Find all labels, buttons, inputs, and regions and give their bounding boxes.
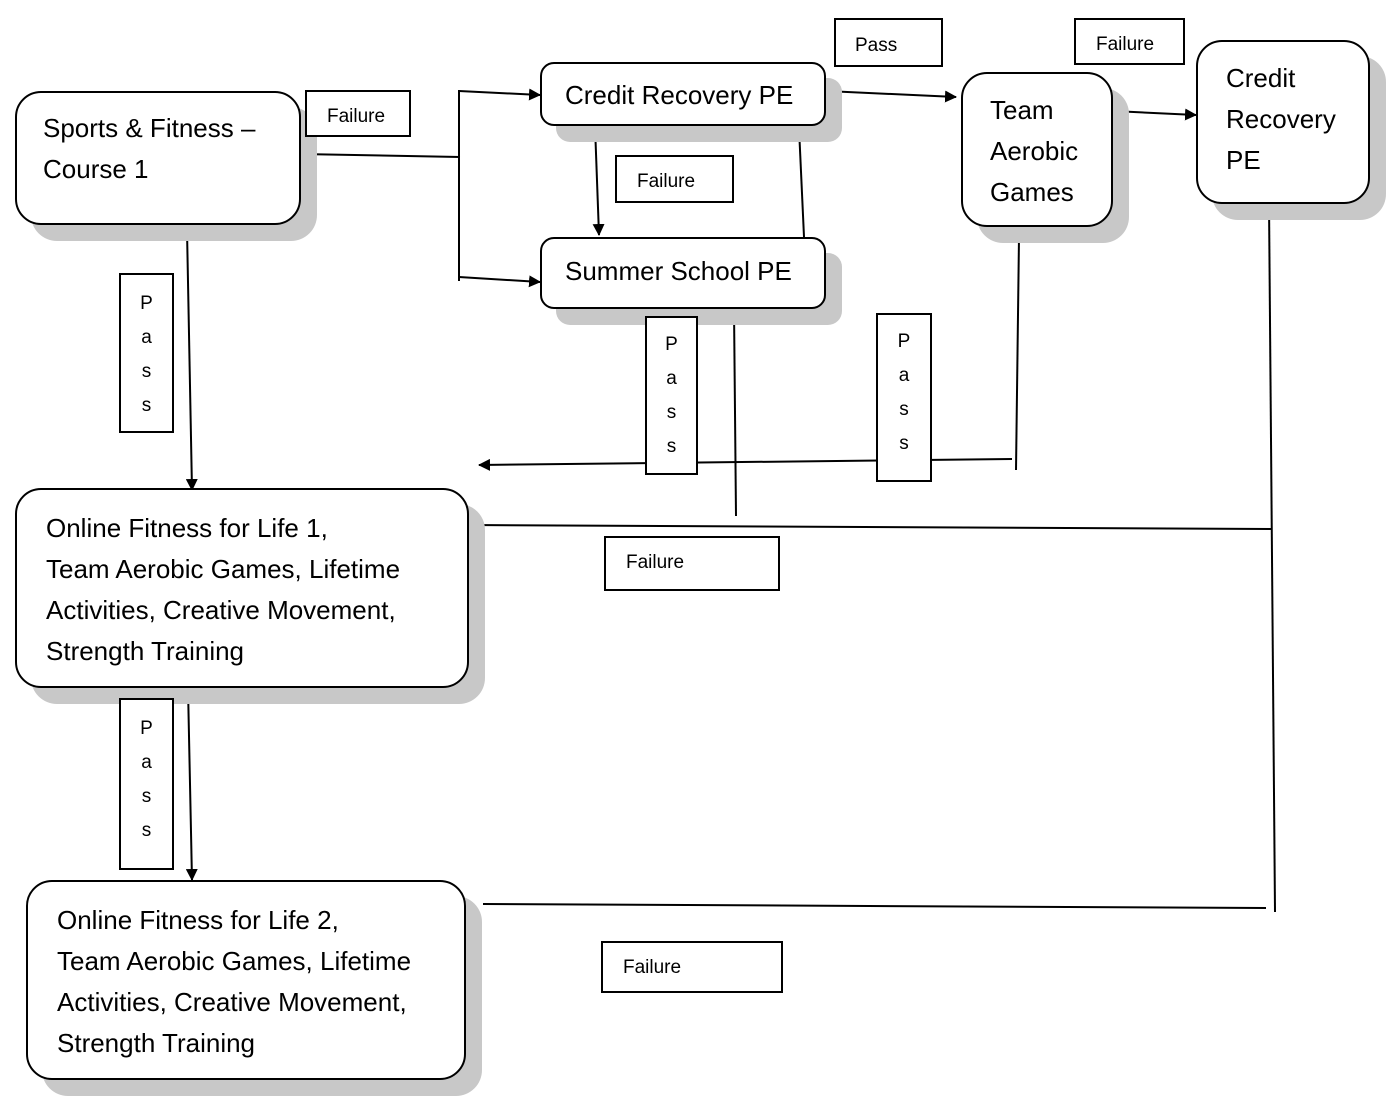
node-sports-fitness-label: Sports & Fitness – Course 1 <box>43 113 256 184</box>
label-pass-online-1-vertical: P a s s <box>119 698 174 870</box>
label-failure-online-1-text: Failure <box>626 552 685 573</box>
label-failure-team-aerobic-text: Failure <box>1096 34 1155 55</box>
arrow-team-aerobic-to-credit-recovery-right <box>1112 108 1197 121</box>
node-team-aerobic-label: Team Aerobic Games <box>990 95 1079 207</box>
arrow-summer-school-to-credit-recovery <box>793 127 806 238</box>
node-team-aerobic-games: Team Aerobic Games <box>961 72 1113 227</box>
node-summer-school-label: Summer School PE <box>565 256 792 286</box>
node-online-fitness-1-label: Online Fitness for Life 1, Team Aerobic … <box>46 513 401 666</box>
label-failure-sports-text: Failure <box>327 106 386 127</box>
node-credit-recovery-pe: Credit Recovery PE <box>540 62 826 126</box>
label-pass-sports-vertical-text: P a s s <box>140 293 153 416</box>
node-sports-fitness-course-1: Sports & Fitness – Course 1 <box>15 91 301 225</box>
label-failure-team-aerobic: Failure <box>1074 18 1185 65</box>
arrow-online-1-to-online-2 <box>185 687 198 881</box>
label-failure-online-2-text: Failure <box>623 957 682 978</box>
label-pass-team-aerobic-vertical: P a s s <box>876 313 932 482</box>
arrow-split-to-summer-school <box>458 275 541 288</box>
connector-online-2-failure <box>482 903 1267 909</box>
node-summer-school-pe: Summer School PE <box>540 237 826 309</box>
node-online-fitness-for-life-2: Online Fitness for Life 2, Team Aerobic … <box>26 880 466 1080</box>
node-online-fitness-for-life-1: Online Fitness for Life 1, Team Aerobic … <box>15 488 469 688</box>
arrow-credit-recovery-to-team-aerobic <box>825 90 957 103</box>
label-pass-credit-recovery-text: Pass <box>855 35 898 56</box>
label-pass-summer-school-vertical-text: P a s s <box>665 334 678 457</box>
node-credit-recovery-right-label: Credit Recovery PE <box>1226 63 1336 175</box>
connector-online-1-failure <box>469 524 1273 530</box>
label-pass-summer-school-vertical: P a s s <box>645 316 698 475</box>
connector-summer-school-down <box>733 308 737 517</box>
arrow-failure-to-credit-recovery-right <box>1263 202 1276 913</box>
label-failure-online-2: Failure <box>601 941 783 993</box>
node-credit-recovery-label: Credit Recovery PE <box>565 80 794 110</box>
arrow-team-aerobic-to-online-1 <box>478 458 1013 471</box>
node-credit-recovery-pe-right: Credit Recovery PE <box>1196 40 1370 204</box>
label-pass-online-1-vertical-text: P a s s <box>140 718 153 841</box>
label-failure-online-1: Failure <box>604 536 780 591</box>
node-online-fitness-2-label: Online Fitness for Life 2, Team Aerobic … <box>57 905 412 1058</box>
label-pass-team-aerobic-vertical-text: P a s s <box>897 331 911 454</box>
connector-team-aerobic-down <box>1015 236 1020 471</box>
label-failure-credit-recovery: Failure <box>615 155 734 203</box>
label-pass-credit-recovery: Pass <box>834 18 943 67</box>
label-failure-credit-recovery-text: Failure <box>637 171 696 192</box>
connector-sports-to-split <box>299 153 461 158</box>
arrow-sports-to-online-1 <box>185 229 198 491</box>
arrow-split-to-credit-recovery <box>458 88 541 101</box>
label-failure-sports: Failure <box>305 90 411 137</box>
label-pass-sports-vertical: P a s s <box>119 273 174 433</box>
arrow-credit-recovery-to-summer-school <box>592 125 605 236</box>
